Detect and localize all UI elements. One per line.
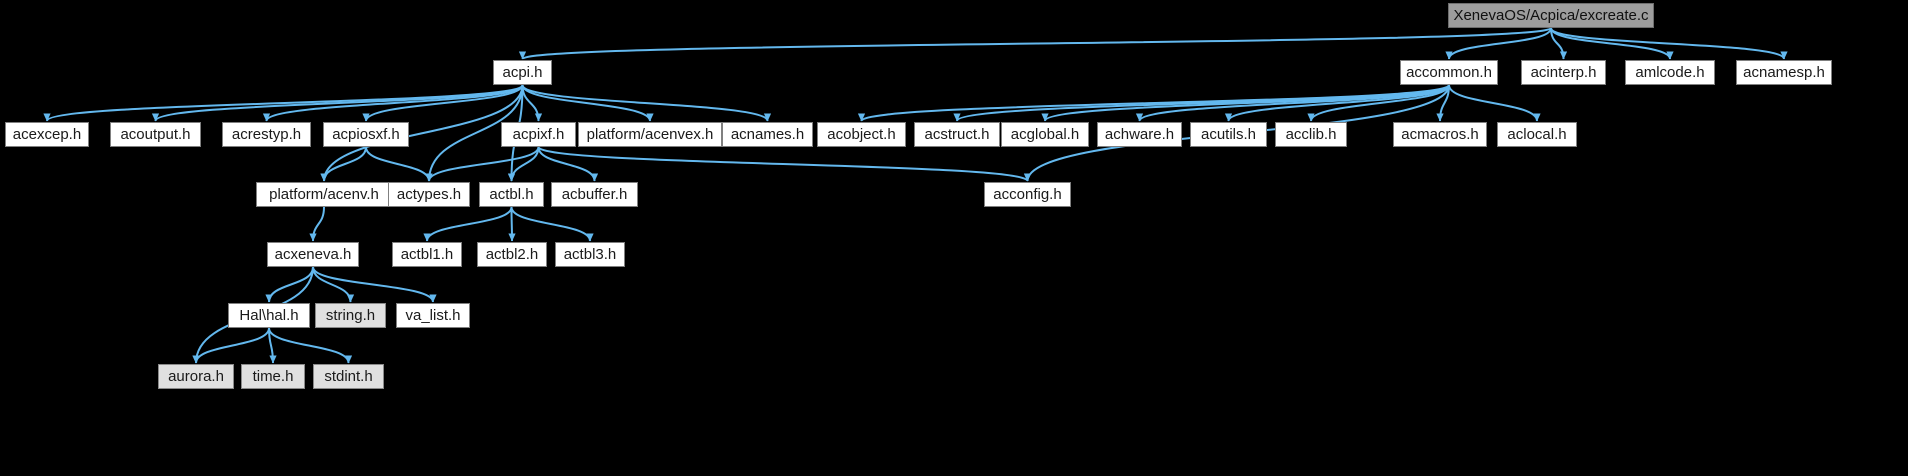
graph-node-valist[interactable]: va_list.h: [396, 303, 470, 328]
graph-node-string[interactable]: string.h: [315, 303, 386, 328]
edge-acxeneva-to-hal: [269, 267, 313, 302]
edge-actbl-to-actbl1: [427, 207, 512, 241]
edge-excreate-to-accommon: [1449, 28, 1551, 59]
graph-node-acoutput[interactable]: acoutput.h: [110, 122, 201, 147]
edge-acpixf-to-actypes: [429, 147, 539, 181]
graph-node-aclocal[interactable]: aclocal.h: [1497, 122, 1577, 147]
graph-node-acmacros[interactable]: acmacros.h: [1393, 122, 1487, 147]
graph-node-acbuffer[interactable]: acbuffer.h: [551, 182, 638, 207]
graph-node-acconfig[interactable]: acconfig.h: [984, 182, 1071, 207]
graph-node-actbl3[interactable]: actbl3.h: [555, 242, 625, 267]
graph-node-acclib[interactable]: acclib.h: [1275, 122, 1347, 147]
graph-node-hal[interactable]: Hal\hal.h: [228, 303, 310, 328]
edge-acenv-to-acxeneva: [313, 207, 324, 241]
graph-node-actbl2[interactable]: actbl2.h: [477, 242, 547, 267]
graph-node-actbl1[interactable]: actbl1.h: [392, 242, 462, 267]
edge-excreate-to-acpi: [523, 28, 1552, 59]
graph-node-acnamesp[interactable]: acnamesp.h: [1736, 60, 1832, 85]
graph-node-acutils[interactable]: acutils.h: [1190, 122, 1267, 147]
graph-node-acenvex[interactable]: platform/acenvex.h: [578, 122, 722, 147]
edge-acxeneva-to-string: [313, 267, 351, 302]
graph-node-acpiosxf[interactable]: acpiosxf.h: [323, 122, 409, 147]
graph-node-acpixf[interactable]: acpixf.h: [501, 122, 576, 147]
edge-actbl-to-actbl2: [512, 207, 513, 241]
edge-actbl-to-actbl3: [512, 207, 591, 241]
edge-hal-to-aurora: [196, 328, 269, 363]
graph-node-acxeneva[interactable]: acxeneva.h: [267, 242, 359, 267]
edge-acpixf-to-acconfig: [539, 147, 1028, 181]
graph-node-acenv[interactable]: platform/acenv.h: [256, 182, 392, 207]
graph-node-acstruct[interactable]: acstruct.h: [914, 122, 1000, 147]
graph-node-achware[interactable]: achware.h: [1097, 122, 1182, 147]
edge-accommon-to-aclocal: [1449, 85, 1537, 121]
edge-accommon-to-acobject: [862, 85, 1450, 121]
graph-node-time[interactable]: time.h: [241, 364, 305, 389]
graph-node-acobject[interactable]: acobject.h: [817, 122, 906, 147]
graph-node-amlcode[interactable]: amlcode.h: [1625, 60, 1715, 85]
edge-hal-to-stdint: [269, 328, 349, 363]
graph-node-acrestyp[interactable]: acrestyp.h: [222, 122, 311, 147]
graph-node-acnames[interactable]: acnames.h: [722, 122, 813, 147]
graph-node-stdint[interactable]: stdint.h: [313, 364, 384, 389]
graph-node-actypes[interactable]: actypes.h: [388, 182, 470, 207]
edge-acpi-to-acoutput: [156, 85, 523, 121]
edge-acpiosxf-to-actypes: [366, 147, 429, 181]
graph-node-actbl[interactable]: actbl.h: [479, 182, 544, 207]
graph-node-acinterp[interactable]: acinterp.h: [1521, 60, 1606, 85]
graph-node-accommon[interactable]: accommon.h: [1400, 60, 1498, 85]
graph-node-aurora[interactable]: aurora.h: [158, 364, 234, 389]
graph-node-excreate[interactable]: XenevaOS/Acpica/excreate.c: [1448, 3, 1654, 28]
graph-node-acglobal[interactable]: acglobal.h: [1001, 122, 1089, 147]
edge-acpixf-to-acbuffer: [539, 147, 595, 181]
graph-node-acexcep[interactable]: acexcep.h: [5, 122, 89, 147]
edge-acpiosxf-to-acenv: [324, 147, 366, 181]
graph-node-acpi[interactable]: acpi.h: [493, 60, 552, 85]
